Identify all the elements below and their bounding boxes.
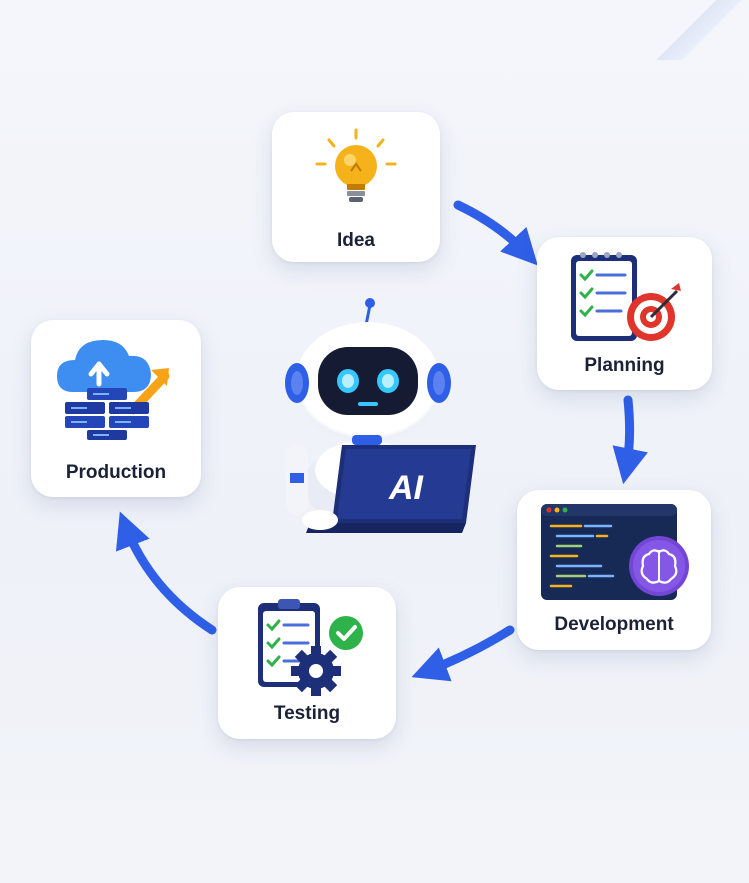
checklist-target-icon — [571, 252, 681, 341]
laptop-ai-text: AI — [388, 469, 425, 507]
background-decoration — [639, 0, 749, 60]
code-editor-brain-icon — [541, 504, 689, 600]
step-card-production: Production — [31, 320, 201, 497]
step-label-testing: Testing — [273, 703, 341, 724]
step-card-testing: Testing — [218, 587, 396, 739]
step-label-production: Production — [65, 462, 167, 483]
lightbulb-icon — [315, 128, 397, 202]
cloud-server-icon — [57, 340, 170, 440]
step-card-development: Development — [517, 490, 711, 650]
arrow-planning-to-development — [612, 395, 648, 485]
step-label-planning: Planning — [584, 355, 665, 376]
arrow-development-to-testing — [411, 625, 515, 682]
step-card-idea: Idea — [272, 112, 440, 262]
step-card-planning: Planning — [537, 237, 712, 390]
robot-icon: AI — [285, 298, 476, 533]
arrow-idea-to-planning — [453, 200, 538, 266]
checklist-gear-icon — [258, 599, 363, 696]
step-label-development: Development — [554, 614, 674, 635]
arrow-testing-to-production — [115, 511, 217, 635]
step-label-idea: Idea — [336, 230, 376, 251]
